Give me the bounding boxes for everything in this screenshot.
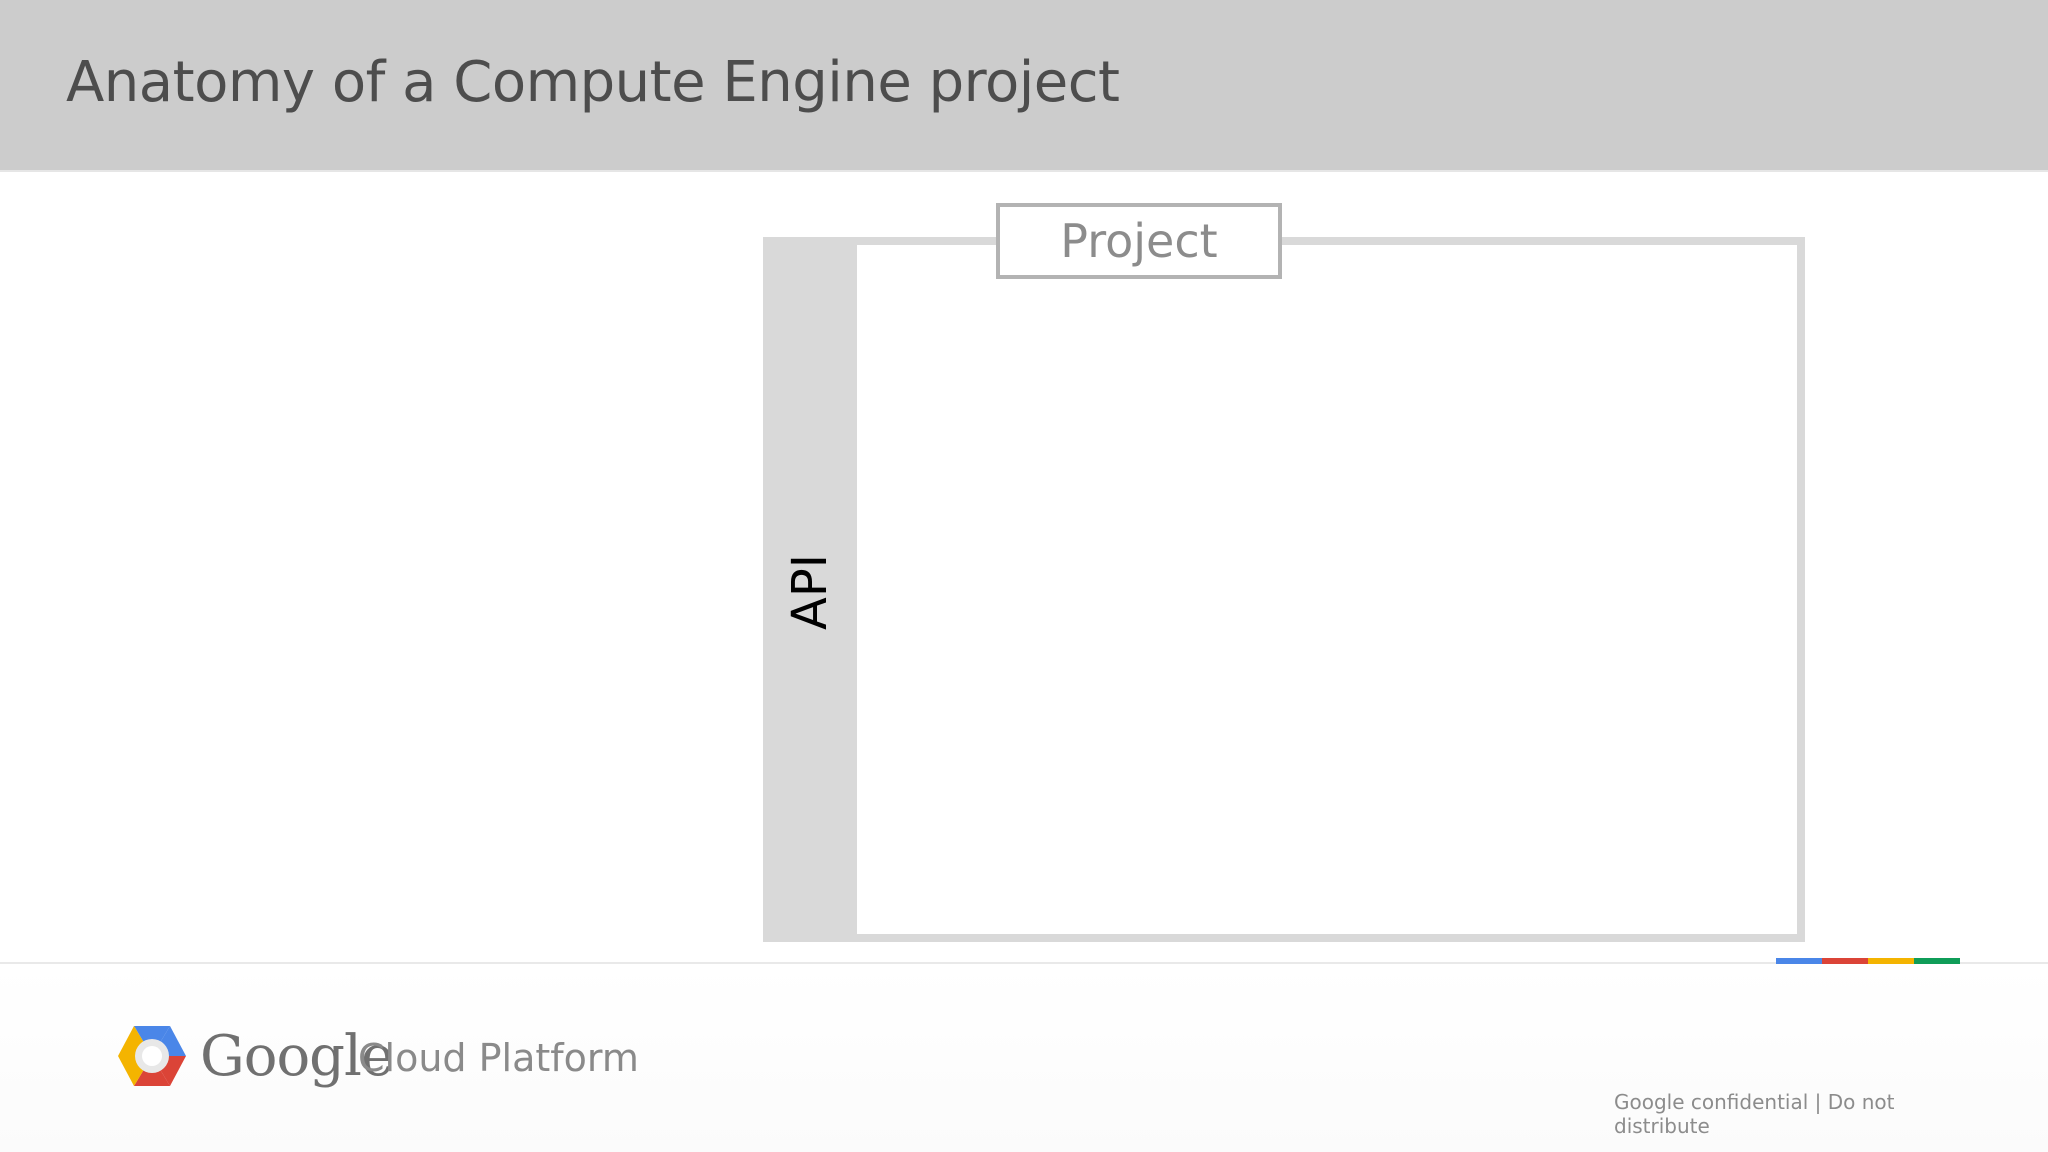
google-cloud-platform-hexagon-icon xyxy=(118,1026,186,1086)
api-label: API xyxy=(782,554,838,630)
footer xyxy=(0,964,2048,1152)
confidential-notice: Google confidential | Do not distribute xyxy=(1614,1090,1895,1138)
logo-center xyxy=(142,1046,162,1066)
brand-product-name: Cloud Platform xyxy=(358,1036,639,1080)
slide-title: Anatomy of a Compute Engine project xyxy=(66,50,1120,115)
strip-segment xyxy=(1822,958,1868,964)
api-bar xyxy=(763,237,857,942)
project-label-box: Project xyxy=(996,203,1282,279)
project-container xyxy=(763,237,1805,942)
strip-segment xyxy=(1914,958,1960,964)
strip-segment xyxy=(1868,958,1914,964)
header-divider xyxy=(0,170,2048,172)
brand-google-wordmark: Google xyxy=(200,1024,394,1089)
project-label: Project xyxy=(1060,214,1218,268)
slide-header: Anatomy of a Compute Engine project xyxy=(0,0,2048,170)
google-color-strip xyxy=(1776,958,1960,964)
strip-segment xyxy=(1776,958,1822,964)
footer-divider xyxy=(0,962,2048,964)
